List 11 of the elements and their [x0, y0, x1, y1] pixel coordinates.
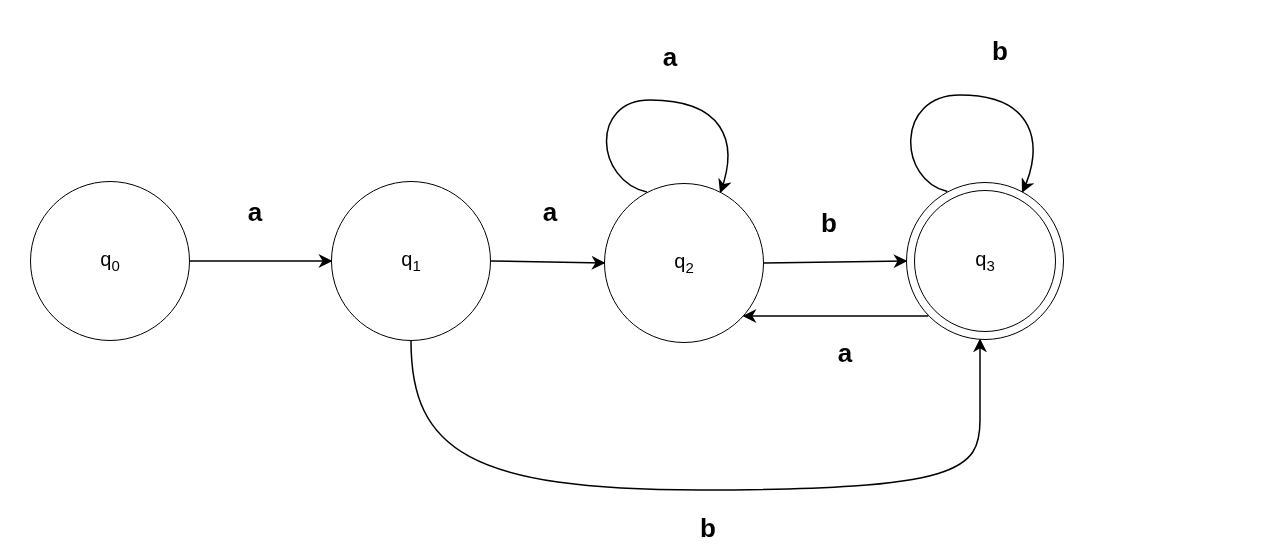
arrow	[189, 254, 333, 268]
state-label: q$_{0}$	[100, 248, 120, 274]
arrow	[910, 94, 1034, 193]
arrow	[763, 254, 908, 269]
arrow	[742, 309, 930, 323]
state-label: q$_{3}$	[975, 248, 995, 274]
arrow	[490, 255, 606, 270]
state-label: q$_{1}$	[401, 248, 421, 274]
arrow	[605, 99, 732, 194]
state-label: q$_{2}$	[674, 250, 694, 276]
arrow	[410, 338, 987, 491]
